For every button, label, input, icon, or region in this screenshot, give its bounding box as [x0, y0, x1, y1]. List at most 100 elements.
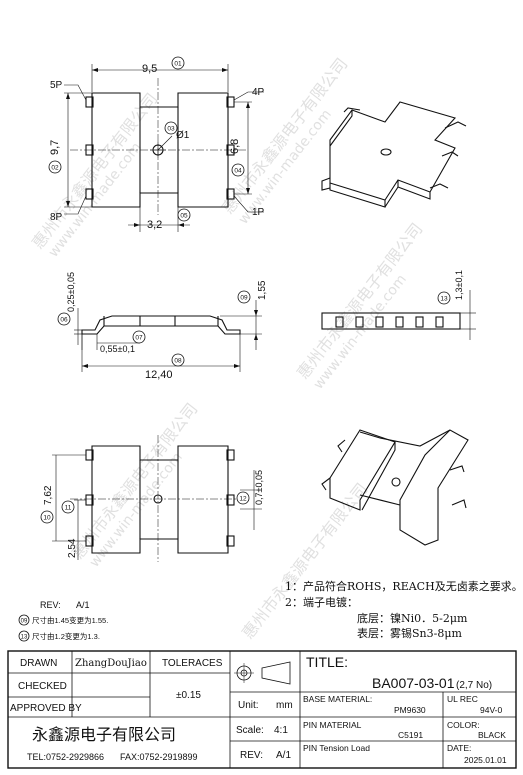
pin-label-8p: 8P	[50, 212, 63, 223]
dim-front-height: 1,3±0,1	[454, 270, 464, 300]
rev-value: A/1	[76, 600, 90, 610]
balloon-07: 07	[132, 330, 146, 344]
unit-value: mm	[276, 700, 293, 711]
title-block-text: DRAWN ZhangDouJiao TOLERACES CHECKED ±0.…	[10, 654, 507, 765]
date-label: DATE:	[447, 743, 471, 753]
svg-text:03: 03	[167, 126, 175, 133]
approved-label: APPROVED BY	[10, 703, 82, 714]
balloon-09: 09	[237, 290, 251, 304]
dim-top-height: 9,7	[49, 140, 61, 155]
company-tel: TEL:0752-2929866	[27, 752, 104, 762]
svg-text:06: 06	[60, 317, 68, 324]
unit-label: Unit:	[238, 700, 259, 711]
dim-side-pin: 0,55±0,1	[100, 344, 135, 354]
top-view	[64, 64, 264, 232]
note-4: 表层：雾锡Sn3-8μm	[357, 626, 462, 640]
color-label: COLOR:	[447, 720, 480, 730]
svg-text:12: 12	[239, 496, 247, 503]
scale-value: 4:1	[274, 725, 288, 736]
part-note: (2,7 No)	[456, 680, 492, 691]
watermark-cn-4: 惠州市永鑫源电子有限公司	[68, 399, 201, 562]
title-label: TITLE:	[306, 654, 348, 670]
rev-label: REV:	[40, 600, 61, 610]
scale-label: Scale:	[236, 725, 264, 736]
tolerance-value: ±0.15	[176, 690, 201, 701]
svg-text:09: 09	[240, 295, 248, 302]
pin-material-value: C5191	[398, 730, 423, 740]
dim-side-length: 12,40	[145, 369, 173, 381]
svg-text:02: 02	[51, 165, 59, 172]
balloon-05: 05	[177, 208, 191, 222]
balloon-02: 02	[48, 160, 62, 174]
tolerances-label: TOLERACES	[162, 658, 223, 669]
note-3: 底层：镍Ni0．5-2μm	[357, 611, 468, 625]
balloon-13: 13	[437, 291, 451, 305]
svg-text:04: 04	[234, 168, 242, 175]
balloon-03: 03	[164, 121, 178, 135]
balloon-08: 08	[171, 353, 185, 367]
side-view-labels: 1,55 0,25±0,05 0,55±0,1 12,40	[66, 272, 268, 381]
company-fax: FAX:0752-2919899	[120, 752, 198, 762]
dim-pin-span: 6,8	[229, 139, 241, 154]
balloon-01: 01	[171, 56, 185, 70]
top-view-labels: 9,5 9,7 6,8 Ø1 3,2 5P 4P 8P 1P	[49, 63, 265, 231]
checked-label: CHECKED	[18, 681, 67, 692]
company-name: 永鑫源电子有限公司	[32, 725, 176, 744]
dim-side-thickness: 0,25±0,05	[66, 272, 76, 312]
bottom-view	[52, 435, 262, 562]
dim-hole: Ø1	[176, 130, 190, 141]
svg-text:11: 11	[65, 505, 72, 512]
pin-label-1p: 1P	[252, 207, 265, 218]
svg-text:01: 01	[174, 61, 182, 68]
dim-bottom-pitch-b: 2,54	[67, 538, 78, 558]
note-2: 2：端子电镀：	[285, 595, 358, 609]
date-value: 2025.01.01	[464, 755, 507, 765]
ul-label: UL REC	[447, 694, 478, 704]
balloon-06: 06	[57, 312, 71, 326]
drawn-label: DRAWN	[20, 658, 57, 669]
pin-material-label: PIN MATERIAL	[303, 720, 362, 730]
balloon-11: 11	[61, 500, 75, 514]
svg-text:05: 05	[180, 213, 188, 220]
balloon-04: 04	[231, 163, 245, 177]
drawn-value: ZhangDouJiao	[75, 658, 147, 669]
svg-text:08: 08	[174, 358, 182, 365]
rev-note-2: 尺寸由1.2变更为1.3.	[32, 631, 100, 641]
pin-label-4p: 4P	[252, 87, 265, 98]
front-view	[321, 290, 476, 340]
svg-text:10: 10	[43, 515, 51, 522]
balloon-10: 10	[40, 510, 54, 524]
watermark-cn-3: 惠州市永鑫源电子有限公司	[293, 219, 426, 382]
iso-view-top	[321, 101, 467, 208]
color-value: BLACK	[478, 730, 506, 740]
note-1: 1：产品符合ROHS，REACH及无卤素之要求。	[285, 579, 523, 593]
ul-value: 94V-0	[480, 705, 502, 715]
part-number: BA007-03-01	[372, 675, 455, 691]
balloon-12: 12	[236, 491, 250, 505]
balloons: 01 02 03 04 05 06 07 08 09 10 11 12 13	[40, 56, 451, 524]
base-material-label: BASE MATERIAL:	[303, 694, 372, 704]
watermark: 惠州市永鑫源电子有限公司 www.win-made.com 惠州市永鑫源电子有限…	[28, 54, 426, 642]
watermark-cn-2: 惠州市永鑫源电子有限公司	[218, 54, 351, 217]
revision-notes: REV: A/1 09 尺寸由1.45变更为1.55. 13 尺寸由1.2变更为…	[18, 600, 108, 642]
bottom-view-labels: 7,62 2,54 0,7±0,05	[43, 470, 264, 558]
iso-view-bottom	[321, 429, 469, 546]
svg-text:07: 07	[135, 335, 143, 342]
watermark-cn-1: 惠州市永鑫源电子有限公司	[28, 89, 161, 252]
dim-slot: 3,2	[147, 219, 162, 231]
pin-label-5p: 5P	[50, 80, 63, 91]
notes: 1：产品符合ROHS，REACH及无卤素之要求。 2：端子电镀： 底层：镍Ni0…	[285, 579, 523, 640]
title-block	[7, 650, 517, 769]
rev-note-1: 尺寸由1.45变更为1.55.	[32, 615, 108, 625]
rev-title-label: REV:	[240, 750, 263, 761]
rev-balloon-09: 09	[21, 619, 28, 625]
base-material-value: PM9630	[394, 705, 426, 715]
dim-bottom-pitch-a: 7,62	[43, 485, 54, 505]
side-view	[74, 300, 262, 372]
dim-top-width: 9,5	[142, 63, 157, 75]
pin-tension-label: PIN Tension Load	[303, 743, 370, 753]
dim-bottom-pin: 0,7±0,05	[254, 470, 264, 505]
svg-text:13: 13	[440, 296, 448, 303]
rev-title-value: A/1	[276, 750, 291, 761]
